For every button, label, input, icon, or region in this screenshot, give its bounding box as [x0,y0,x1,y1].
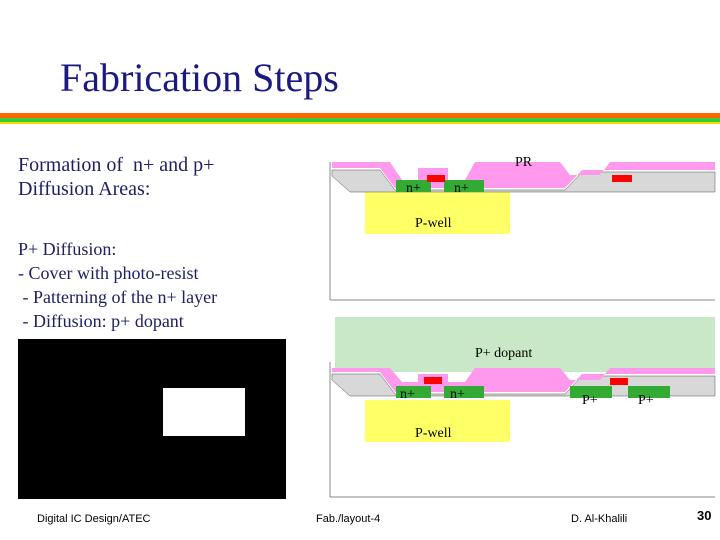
gate-poly-2 [612,175,632,182]
n-diffusion-right [444,180,484,192]
n-label-left: n+ [400,387,415,402]
step-item-3: - Diffusion: p+ dopant [18,311,184,331]
n-label-right: n+ [450,387,465,402]
p-well-region [365,400,510,442]
title-rule-yellow [0,122,720,124]
n-label-right: n+ [454,181,469,196]
footer-author: D. Al-Khalili [571,513,628,525]
p-well-label: P-well [415,216,452,231]
n-diffusion-left [396,180,431,192]
footer-course: Digital IC Design/ATEC [37,513,151,525]
mask-pattern [18,339,286,499]
pr-label: PR [515,155,533,170]
gate-poly [427,175,445,182]
n-diffusion-right [444,386,484,398]
cross-section-bottom: P+ dopant n+ n+ P+ P+ P-well [329,317,716,498]
n-diffusion-left [396,386,431,398]
mask-opening [163,388,245,436]
p-diffusion-right [628,386,670,398]
dopant-region [335,317,715,372]
dopant-label: P+ dopant [475,346,532,361]
p-diffusion-left [570,386,612,398]
p-well-region [365,192,510,234]
heading-line-2: Diffusion Areas: [18,178,151,200]
section-heading: Formation of n+ and p+ Diffusion Areas: [18,153,214,201]
gate-poly [424,377,442,384]
step-title: P+ Diffusion: [18,239,117,259]
step-item-1: - Cover with photo-resist [18,263,199,283]
cross-section-top: PR n+ n+ P-well [329,155,716,301]
title-rule-orange [0,113,720,118]
p-label-left: P+ [582,393,598,408]
page-title: Fabrication Steps [60,55,339,100]
page-number: 30 [697,508,712,523]
gate-poly-2 [610,378,628,385]
step-item-2: - Patterning of the n+ layer [18,287,218,307]
heading-line-1: Formation of n+ and p+ [18,154,215,176]
footer-section: Fab./layout-4 [316,513,381,525]
steps-list: P+ Diffusion: - Cover with photo-resist … [18,237,217,333]
p-well-label: P-well [415,426,452,441]
n-label-left: n+ [406,181,421,196]
title-rule-green [0,118,720,122]
p-label-right: P+ [638,393,654,408]
